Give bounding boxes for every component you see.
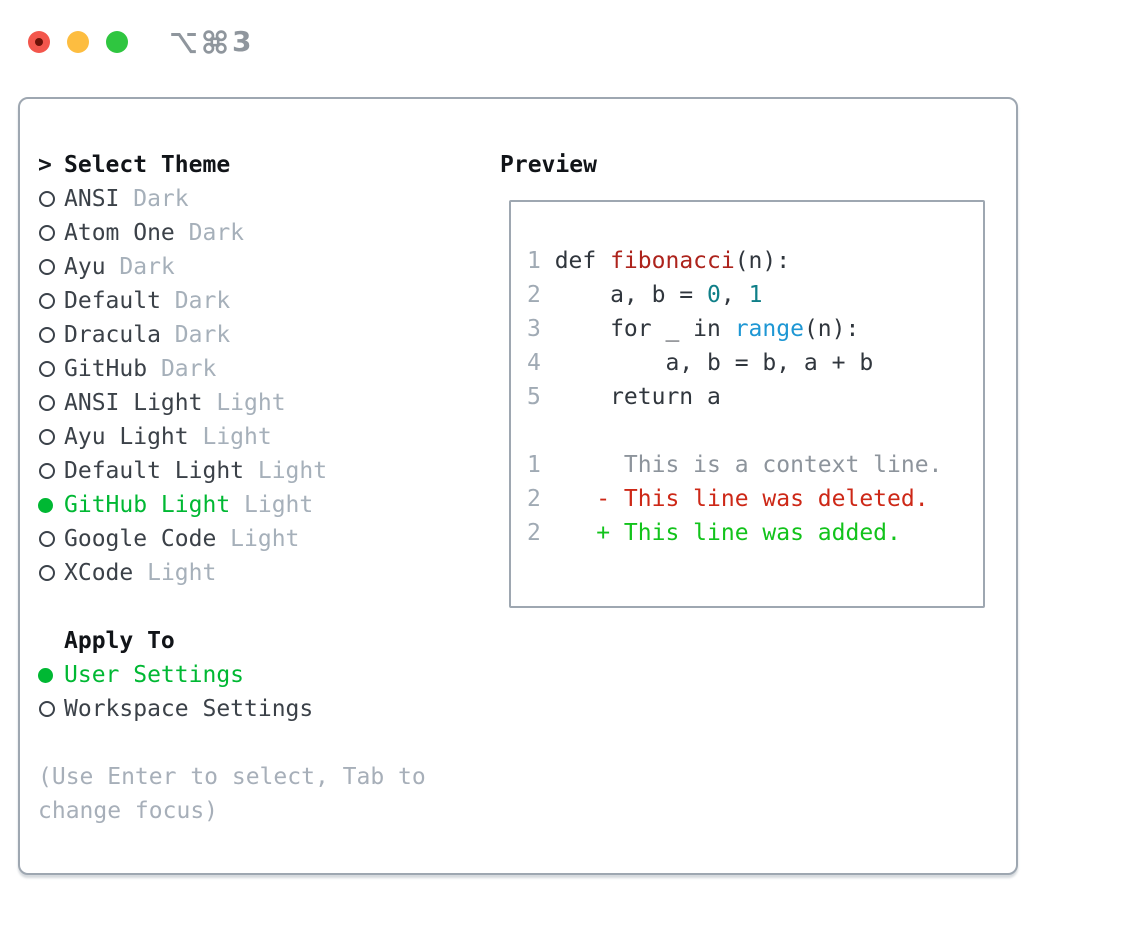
code-line: 5 return a bbox=[527, 384, 721, 410]
theme-item[interactable]: GitHub Dark bbox=[38, 352, 426, 386]
option-key-icon bbox=[171, 33, 196, 54]
line-number: 2 bbox=[527, 486, 541, 512]
radio-icon bbox=[38, 259, 64, 275]
radio-icon bbox=[38, 191, 64, 207]
line-number: 3 bbox=[527, 316, 541, 342]
radio-icon bbox=[38, 361, 64, 377]
command-key-icon bbox=[203, 30, 227, 54]
theme-variant: Light bbox=[257, 458, 328, 484]
theme-variant: Light bbox=[244, 492, 314, 518]
radio-icon bbox=[38, 327, 64, 343]
theme-name: Google Code bbox=[64, 526, 217, 552]
radio-selected-icon bbox=[38, 667, 64, 683]
theme-list-header: > Select Theme bbox=[38, 148, 426, 182]
empty-line bbox=[527, 418, 983, 452]
theme-name: Default Light bbox=[64, 458, 245, 484]
theme-variant: Dark bbox=[160, 356, 217, 382]
spacer-row bbox=[38, 726, 426, 760]
close-button[interactable] bbox=[28, 31, 50, 53]
apply-option-workspace-settings[interactable]: Workspace Settings bbox=[38, 692, 426, 726]
theme-item[interactable]: Atom One Dark bbox=[38, 216, 426, 250]
diff-context-line: 1 This is a context line. bbox=[527, 452, 943, 478]
radio-icon bbox=[38, 531, 64, 547]
prompt-cursor: > bbox=[38, 152, 52, 178]
unsaved-changes-dot bbox=[35, 38, 43, 46]
theme-item[interactable]: Dracula Dark bbox=[38, 318, 426, 352]
theme-name: GitHub Light bbox=[64, 492, 231, 518]
help-hint-line: (Use Enter to select, Tab to bbox=[38, 764, 426, 790]
theme-name: ANSI bbox=[64, 186, 120, 212]
theme-name: Ayu bbox=[64, 254, 106, 280]
line-number: 2 bbox=[527, 520, 541, 546]
theme-variant: Dark bbox=[174, 322, 231, 348]
theme-item[interactable]: Default Light Light bbox=[38, 454, 426, 488]
preview-title: Preview bbox=[500, 152, 597, 178]
theme-list: > Select Theme ANSI Dark Atom One Dark A… bbox=[38, 148, 426, 828]
line-number: 1 bbox=[527, 452, 541, 478]
shortcut-number: 3 bbox=[232, 25, 252, 58]
window-title: 3 bbox=[168, 27, 251, 57]
window-titlebar: 3 bbox=[28, 27, 251, 57]
code-line: 3 for _ in range(n): bbox=[527, 316, 860, 342]
theme-variant: Dark bbox=[174, 288, 231, 314]
help-hint-line: change focus) bbox=[38, 798, 219, 824]
radio-icon bbox=[38, 293, 64, 309]
line-number: 1 bbox=[527, 248, 541, 274]
theme-variant: Dark bbox=[133, 186, 189, 212]
theme-variant: Dark bbox=[188, 220, 245, 246]
theme-variant: Light bbox=[147, 560, 217, 586]
radio-icon bbox=[38, 565, 64, 581]
theme-variant: Light bbox=[216, 390, 286, 416]
line-number: 4 bbox=[527, 350, 541, 376]
theme-name: GitHub bbox=[64, 356, 148, 382]
apply-to-header: Apply To bbox=[38, 624, 426, 658]
zoom-button[interactable] bbox=[106, 31, 128, 53]
radio-icon bbox=[38, 463, 64, 479]
theme-item[interactable]: Ayu Light Light bbox=[38, 420, 426, 454]
theme-picker-panel: > Select Theme ANSI Dark Atom One Dark A… bbox=[18, 97, 1018, 875]
page-title: Select Theme bbox=[64, 152, 231, 178]
theme-name: Atom One bbox=[64, 220, 175, 246]
theme-item[interactable]: ANSI Light Light bbox=[38, 386, 426, 420]
code-line: 2 a, b = 0, 1 bbox=[527, 282, 763, 308]
radio-icon bbox=[38, 429, 64, 445]
diff-added-line: 2 + This line was added. bbox=[527, 520, 901, 546]
apply-option-label: User Settings bbox=[64, 662, 245, 688]
theme-name: Default bbox=[64, 288, 161, 314]
theme-item[interactable]: XCode Light bbox=[38, 556, 426, 590]
theme-variant: Light bbox=[230, 526, 300, 552]
theme-name: XCode bbox=[64, 560, 134, 586]
theme-name: ANSI Light bbox=[64, 390, 203, 416]
theme-name: Ayu Light bbox=[64, 424, 189, 450]
theme-item[interactable]: Ayu Dark bbox=[38, 250, 426, 284]
apply-option-user-settings[interactable]: User Settings bbox=[38, 658, 426, 692]
line-number: 2 bbox=[527, 282, 541, 308]
spacer-row bbox=[38, 590, 426, 624]
radio-icon bbox=[38, 225, 64, 241]
theme-item[interactable]: Google Code Light bbox=[38, 522, 426, 556]
theme-name: Dracula bbox=[64, 322, 161, 348]
diff-deleted-line: 2 - This line was deleted. bbox=[527, 486, 929, 512]
line-number: 5 bbox=[527, 384, 541, 410]
theme-item[interactable]: Default Dark bbox=[38, 284, 426, 318]
apply-option-label: Workspace Settings bbox=[64, 696, 314, 722]
code-line: 4 a, b = b, a + b bbox=[527, 350, 874, 376]
section-title: Apply To bbox=[64, 628, 175, 654]
theme-item-selected[interactable]: GitHub Light Light bbox=[38, 488, 426, 522]
radio-selected-icon bbox=[38, 497, 64, 513]
theme-item[interactable]: ANSI Dark bbox=[38, 182, 426, 216]
radio-icon bbox=[38, 395, 64, 411]
radio-icon bbox=[38, 701, 64, 717]
theme-variant: Dark bbox=[119, 254, 175, 280]
theme-variant: Light bbox=[202, 424, 272, 450]
minimize-button[interactable] bbox=[67, 31, 89, 53]
